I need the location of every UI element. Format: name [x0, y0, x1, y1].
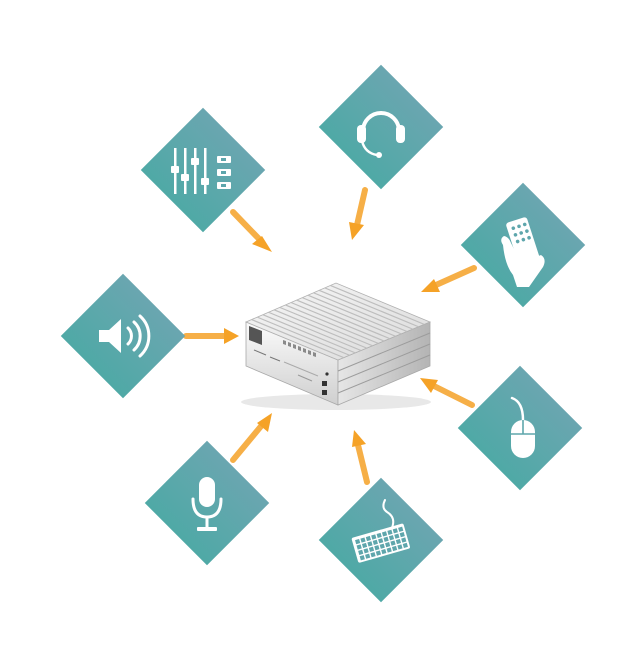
heat-fin: [307, 294, 402, 335]
arrow-mixer-to-hub: [230, 209, 272, 252]
headset-icon: [357, 111, 405, 158]
keyboard-key: [365, 535, 372, 542]
heat-fin: [296, 299, 390, 340]
heat-fin: [268, 311, 362, 352]
keyboard-key: [371, 534, 377, 540]
heat-fin: [279, 306, 373, 347]
keyboard-key: [381, 531, 388, 537]
keyboard-key: [374, 545, 380, 551]
tile-headset: [318, 64, 444, 190]
keyboard-key: [381, 548, 387, 555]
heat-fin: [285, 304, 379, 344]
keyboard-key: [401, 537, 407, 543]
heat-fin: [273, 309, 367, 349]
heat-fin: [302, 297, 396, 337]
keyboard-key: [355, 539, 361, 545]
tile-speaker: [60, 273, 186, 399]
arrow-microphone-to-hub: [230, 413, 272, 463]
heat-fin: [251, 319, 344, 359]
keyboard-key: [388, 535, 395, 541]
heat-fin: [290, 301, 385, 342]
keyboard-key: [394, 533, 400, 539]
keyboard-key: [363, 548, 369, 554]
keyboard-key: [360, 537, 366, 543]
keyboard-key: [399, 532, 405, 538]
heat-fin: [330, 284, 425, 325]
keyboard-key: [386, 547, 392, 553]
keyboard-key: [365, 553, 371, 559]
remote-control-hand-icon: [501, 217, 545, 287]
keyboard-icon: [351, 499, 410, 563]
keyboard-key: [368, 546, 375, 552]
arrow-remote-to-hub: [421, 265, 477, 292]
keyboard-key: [402, 542, 408, 549]
keyboard-key: [370, 552, 376, 558]
keyboard-key: [372, 539, 378, 545]
arrow-speaker-to-hub: [183, 328, 239, 344]
keyboard-key: [398, 526, 404, 532]
keyboard-key: [385, 542, 391, 548]
heat-fin: [313, 292, 408, 333]
keyboard-key: [358, 549, 364, 555]
keyboard-key: [391, 545, 398, 552]
keyboard-key: [356, 544, 362, 550]
keyboard-key: [397, 544, 403, 550]
arrow-mouse-to-hub: [420, 378, 475, 408]
heat-fin: [257, 316, 350, 356]
tile-keyboard: [318, 477, 444, 603]
control-processor-device-icon: [241, 282, 432, 410]
hub-device: [241, 282, 432, 410]
keyboard-key: [387, 529, 393, 535]
arrows-group: [183, 187, 477, 485]
tile-remote: [460, 182, 586, 308]
keyboard-key: [376, 532, 382, 539]
tile-mouse: [457, 365, 583, 491]
keyboard-key: [359, 555, 365, 561]
arrow-headset-to-hub: [349, 187, 368, 240]
microphone-icon: [191, 477, 223, 531]
keyboard-key: [378, 538, 384, 544]
keyboard-key: [367, 541, 373, 547]
mouse-icon: [510, 396, 535, 458]
mixer-sliders-icon: [171, 148, 231, 194]
heat-fin: [262, 314, 356, 354]
keyboard-key: [383, 536, 389, 542]
keyboard-key: [392, 528, 398, 534]
heat-fin: [318, 289, 413, 330]
keyboard-key: [361, 542, 368, 549]
heat-fin: [324, 287, 419, 328]
keyboard-key: [375, 550, 382, 556]
keyboard-key: [390, 540, 396, 546]
keyboard-key: [395, 538, 402, 545]
tile-mixer: [140, 107, 266, 233]
arrow-keyboard-to-hub: [352, 430, 370, 485]
keyboard-key: [379, 543, 385, 549]
tile-microphone: [144, 440, 270, 566]
speaker-icon: [99, 314, 151, 358]
